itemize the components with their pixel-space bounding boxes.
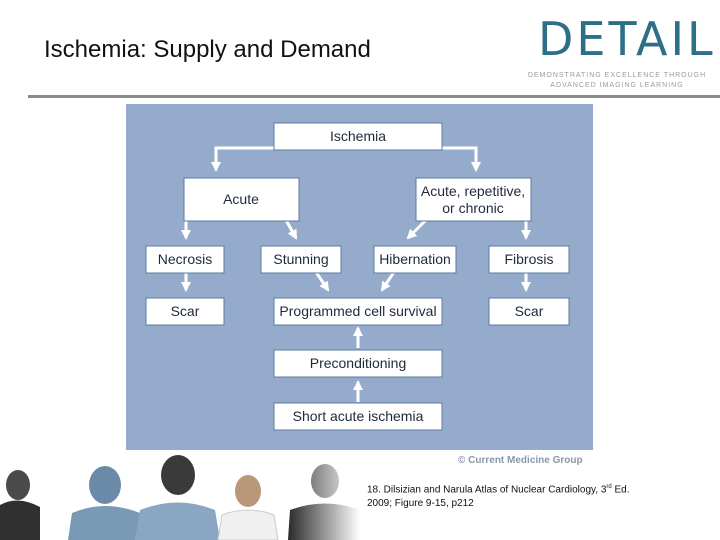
citation-line-1-end: Ed. (611, 484, 630, 496)
box-scar-left (145, 297, 225, 326)
label-hibernation: Hibernation (379, 251, 451, 267)
arrow-ischemia-to-chronic (442, 146, 481, 172)
ischemia-flow-diagram: Ischemia Acute Acute, repetitive, or chr… (126, 104, 593, 450)
box-short-acute (273, 402, 443, 431)
logo-tagline-1: DEMONSTRATING EXCELLENCE THROUGH (527, 72, 707, 79)
box-stunning (260, 245, 342, 274)
label-scar-right: Scar (515, 303, 544, 319)
label-stunning: Stunning (273, 251, 328, 267)
diagram-boxes (145, 122, 570, 431)
box-scar-right (488, 297, 570, 326)
box-hibernation (373, 245, 457, 274)
citation-line-2: 2009; Figure 9-15, p212 (367, 498, 474, 510)
header-divider (28, 95, 720, 98)
label-acute-repetitive-2: or chronic (442, 200, 503, 216)
citation: 18. Dilsizian and Narula Atlas of Nuclea… (367, 480, 707, 511)
arrow-ischemia-to-acute (211, 146, 274, 172)
box-fibrosis (488, 245, 570, 274)
label-short-acute: Short acute ischemia (293, 408, 424, 424)
arrow-stunning-to-programmed (314, 271, 330, 292)
box-necrosis (145, 245, 225, 274)
box-programmed (273, 297, 443, 326)
label-ischemia: Ischemia (330, 128, 386, 144)
diagram-canvas: Ischemia Acute Acute, repetitive, or chr… (145, 122, 570, 431)
detail-logo: DETAIL DEMONSTRATING EXCELLENCE THROUGH … (524, 10, 716, 90)
box-preconditioning (273, 349, 443, 378)
diagram-labels: Ischemia Acute Acute, repetitive, or chr… (158, 128, 554, 424)
label-necrosis: Necrosis (158, 251, 212, 267)
label-acute-repetitive-1: Acute, repetitive, (421, 183, 525, 199)
box-acute-repetitive (415, 177, 532, 222)
label-acute: Acute (223, 191, 259, 207)
label-programmed: Programmed cell survival (279, 303, 436, 319)
copyright-notice: © Current Medicine Group (458, 455, 583, 466)
arrow-acute-to-stunning (284, 219, 298, 240)
diagram-arrows (181, 146, 531, 402)
slide-title: Ischemia: Supply and Demand (44, 36, 371, 63)
label-fibrosis: Fibrosis (504, 251, 553, 267)
arrow-chronic-to-hibernation (406, 218, 428, 240)
box-acute (183, 177, 300, 222)
arrow-hibernation-to-programmed (380, 271, 396, 292)
citation-superscript: rd (606, 484, 612, 490)
medical-staff-photo (0, 455, 360, 540)
box-ischemia (273, 122, 443, 151)
citation-line-1-text: 18. Dilsizian and Narula Atlas of Nuclea… (367, 484, 607, 496)
logo-tagline-2: ADVANCED IMAGING LEARNING (550, 82, 684, 89)
label-preconditioning: Preconditioning (310, 355, 407, 371)
logo-wordmark: DETAIL (538, 12, 716, 66)
label-scar-left: Scar (171, 303, 200, 319)
